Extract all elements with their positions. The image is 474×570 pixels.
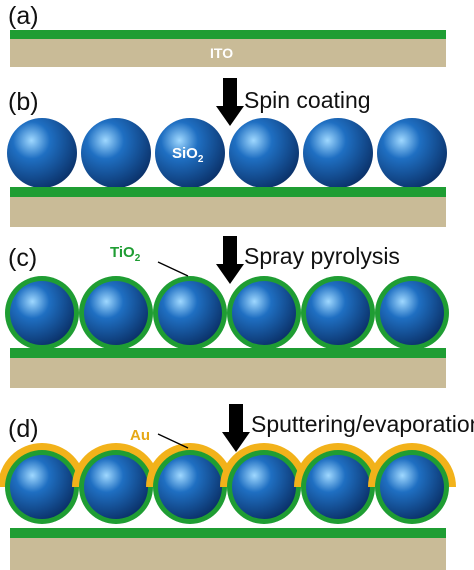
green-layer-d <box>10 528 446 538</box>
sio2-sphere <box>158 455 222 519</box>
sio2-sphere <box>306 455 370 519</box>
down-arrow-icon <box>216 236 244 284</box>
sio2-sphere <box>84 455 148 519</box>
sio2-sphere <box>306 281 370 345</box>
sio2-sphere <box>380 455 444 519</box>
down-arrow-icon <box>222 404 250 452</box>
sio2-sphere <box>10 281 74 345</box>
ito-label: ITO <box>210 45 234 61</box>
sio2-sphere <box>158 281 222 345</box>
au-label: Au <box>130 427 150 444</box>
panel-label-a: (a) <box>8 2 39 30</box>
substrate-b <box>10 197 446 227</box>
sio2-label: SiO2 <box>172 145 204 165</box>
sio2-sphere <box>155 118 225 188</box>
down-arrow-icon <box>216 78 244 126</box>
substrate-d <box>10 538 446 570</box>
sio2-sphere <box>84 281 148 345</box>
panel-a: (a) ITO <box>0 0 474 80</box>
tio2-label: TiO2 <box>110 244 141 264</box>
step-label-spin-coating: Spin coating <box>244 87 371 113</box>
sio2-sphere <box>7 118 77 188</box>
green-layer-b <box>10 187 446 197</box>
sio2-sphere <box>380 281 444 345</box>
green-layer-c <box>10 348 446 358</box>
sio2-sphere <box>232 455 296 519</box>
sio2-sphere <box>232 281 296 345</box>
sio2-sphere <box>303 118 373 188</box>
step-label-sputtering-evaporation: Sputtering/evaporation <box>251 411 474 437</box>
substrate-c <box>10 358 446 388</box>
panel-label-d: (d) <box>8 415 39 443</box>
step-label-spray-pyrolysis: Spray pyrolysis <box>244 243 400 269</box>
leader-line <box>157 261 189 277</box>
ito-green-layer <box>10 30 446 39</box>
panel-label-c: (c) <box>8 244 38 272</box>
sphere-row-c <box>5 261 449 350</box>
sphere-row-d <box>0 433 456 524</box>
sio2-sphere <box>81 118 151 188</box>
sio2-sphere <box>229 118 299 188</box>
panel-label-b: (b) <box>8 88 39 116</box>
ito-substrate <box>10 39 446 67</box>
sio2-sphere <box>377 118 447 188</box>
panel-c: (c) Spray pyrolysis TiO2 <box>5 236 449 388</box>
sio2-sphere <box>10 455 74 519</box>
leader-line <box>157 433 189 449</box>
sphere-row-b <box>7 118 447 188</box>
panel-b: (b) Spin coating SiO2 <box>0 0 474 230</box>
